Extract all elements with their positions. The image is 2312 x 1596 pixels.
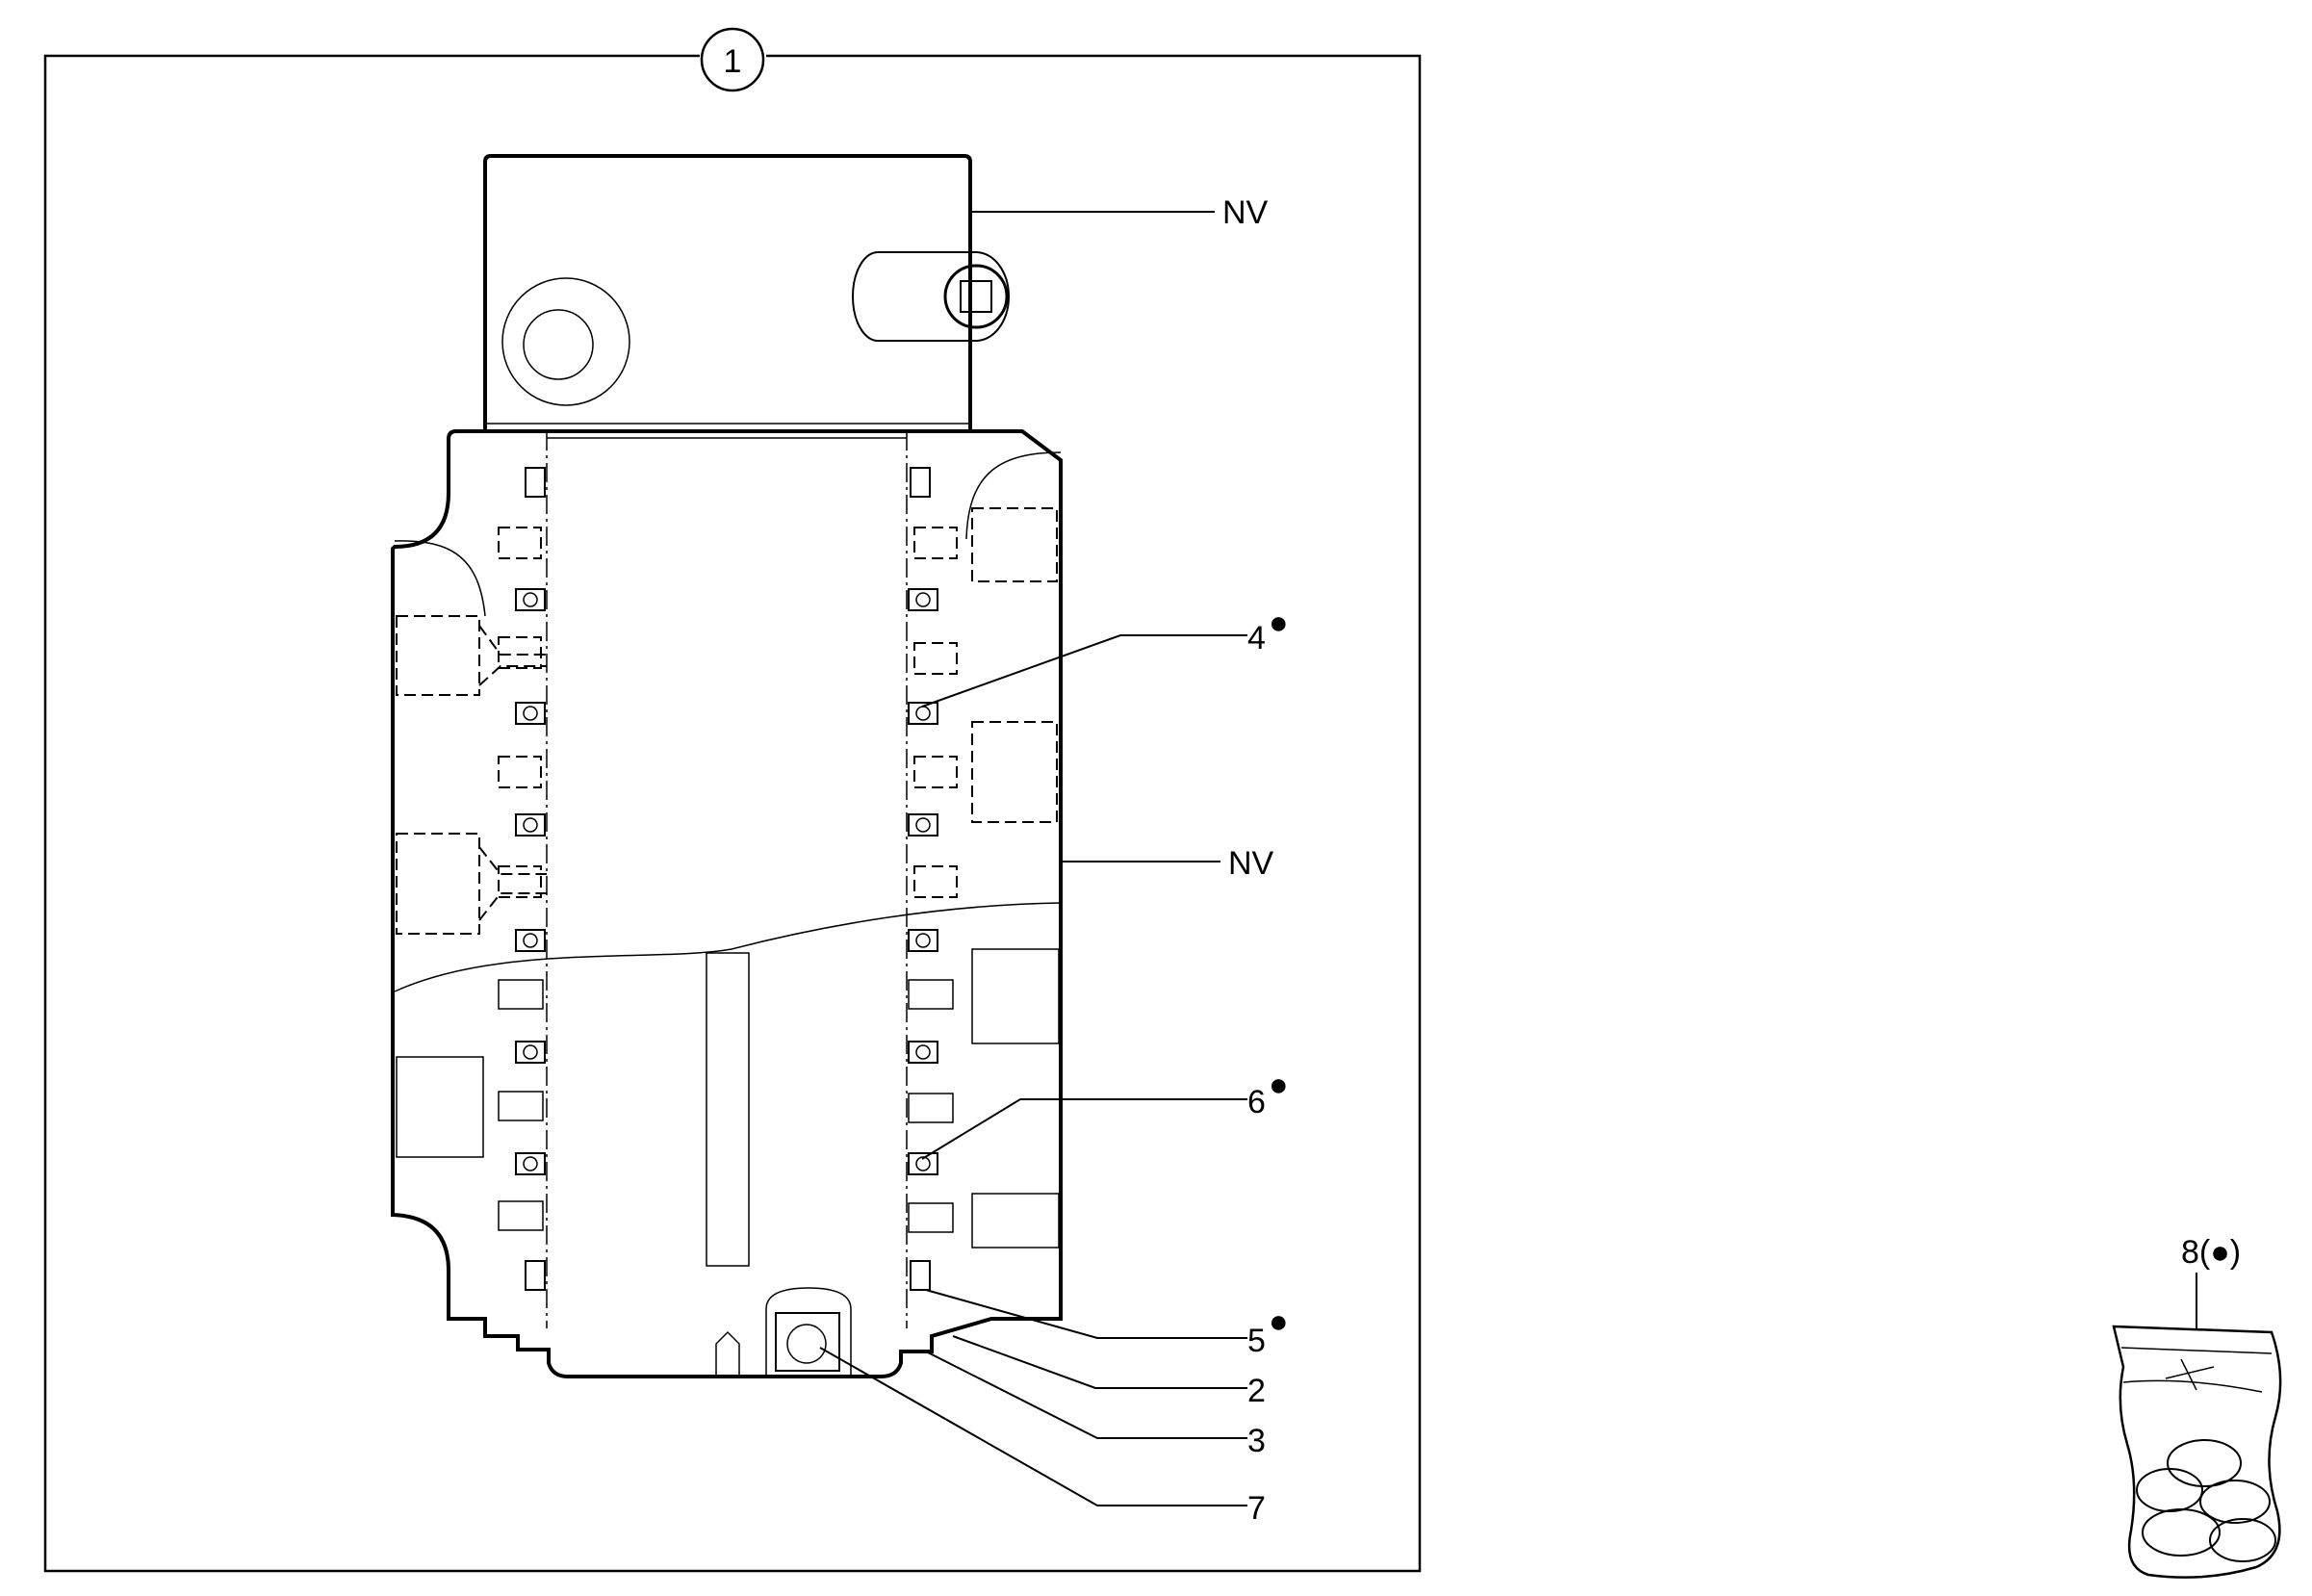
o-rings-right xyxy=(908,588,938,1175)
callout-5: 5 xyxy=(1247,1323,1266,1359)
bag-o-ring-3 xyxy=(2199,1480,2271,1524)
callout-7: 7 xyxy=(1247,1490,1266,1527)
cap-screw-plug xyxy=(852,251,1010,342)
bag-o-ring-1 xyxy=(2167,1439,2242,1487)
bag-outline xyxy=(2112,1325,2282,1579)
callout-6-dot: ● xyxy=(1269,1067,1289,1103)
leader-lines xyxy=(819,211,1247,1506)
callout-6: 6 xyxy=(1247,1084,1266,1120)
callout-2: 2 xyxy=(1247,1373,1266,1409)
left-solid-ports xyxy=(396,979,544,1231)
cap-port-outer xyxy=(501,277,630,406)
bag-o-ring-2 xyxy=(2136,1468,2203,1512)
right-hidden-ports xyxy=(913,507,1058,898)
seal-kit-bag: 8(●) xyxy=(2112,1234,2282,1579)
left-hidden-ports xyxy=(396,527,547,935)
drain-plug xyxy=(715,1287,852,1377)
callout-4: 4 xyxy=(1247,620,1266,656)
callout-3: 3 xyxy=(1247,1423,1266,1459)
callout-4-dot: ● xyxy=(1269,605,1289,641)
end-seals xyxy=(525,467,931,1291)
bag-o-ring-4 xyxy=(2142,1508,2221,1557)
assembly-frame: 1 xyxy=(43,27,1422,1573)
assembly-callout-circle xyxy=(700,27,765,92)
right-solid-ports xyxy=(908,948,1060,1248)
callout-5-dot: ● xyxy=(1269,1303,1289,1340)
cap-port-inner xyxy=(523,309,594,380)
bag-o-ring-5 xyxy=(2209,1518,2276,1562)
callout-nv-top: NV xyxy=(1222,194,1269,231)
body-outline xyxy=(391,429,1063,1378)
assembly-callout-label: 1 xyxy=(724,43,742,80)
spool-rod xyxy=(706,952,750,1267)
callout-labels: NV NV 4 ● 6 ● 5 ● 2 3 7 xyxy=(1222,194,1289,1527)
callout-8-kit: 8(●) xyxy=(2181,1234,2241,1271)
o-rings-left xyxy=(515,588,546,1175)
valve-block xyxy=(391,154,1063,1378)
callout-nv-mid: NV xyxy=(1228,845,1274,882)
